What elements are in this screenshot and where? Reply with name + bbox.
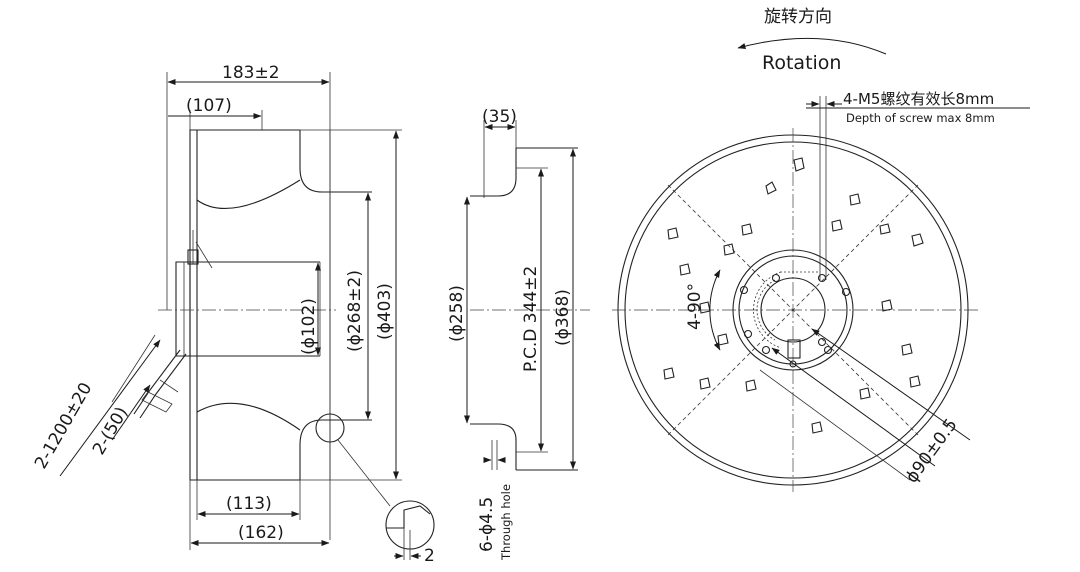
screw-note-cn: 4-M5螺纹有效长8mm [843,90,994,108]
screw-note-en: Depth of screw max 8mm [846,111,995,125]
rotation-arrow [737,37,887,55]
dim-hub-dia: ϕ90±0.5 [902,415,962,487]
hub-outer [732,249,854,371]
dim-35: (35) [482,107,517,127]
screw-holes [739,273,851,355]
dim-angle: 4-90° [685,283,705,330]
rotation-label-en: Rotation [762,52,841,74]
front-view: 旋转方向 Rotation 4-M5螺纹有效长8mm Depth of scre… [612,7,1030,492]
rotation-label-cn: 旋转方向 [764,7,832,27]
dim-overall-width: 183±2 [222,63,280,83]
dim-detail-2: 2 [424,546,435,566]
dim-dia-258: (ϕ258) [447,285,467,342]
blade-slots [663,157,924,434]
dim-cable-length: 2-1200±20 [31,379,96,472]
dim-dia-403: (ϕ403) [375,283,395,340]
dim-113: (113) [226,494,272,514]
dim-107: (107) [186,96,232,116]
holes-note: Through hole [499,484,513,561]
dim-cable-strip: 2-(50) [89,404,132,459]
dim-dia-268: (ϕ268±2) [345,270,365,352]
side-view: 183±2 (107) 2-1200±20 2-(50) [31,63,435,566]
dim-pcd: P.C.D 344±2 [521,266,541,372]
dim-dia-102: (ϕ102) [299,298,319,355]
flange-view: (35) (ϕ258) P.C.D 344±2 (ϕ368) 6-ϕ4.5 Th… [447,107,590,561]
dim-dia-368: (ϕ368) [553,289,573,346]
dim-162: (162) [238,523,284,543]
holes-spec: 6-ϕ4.5 [477,497,497,552]
